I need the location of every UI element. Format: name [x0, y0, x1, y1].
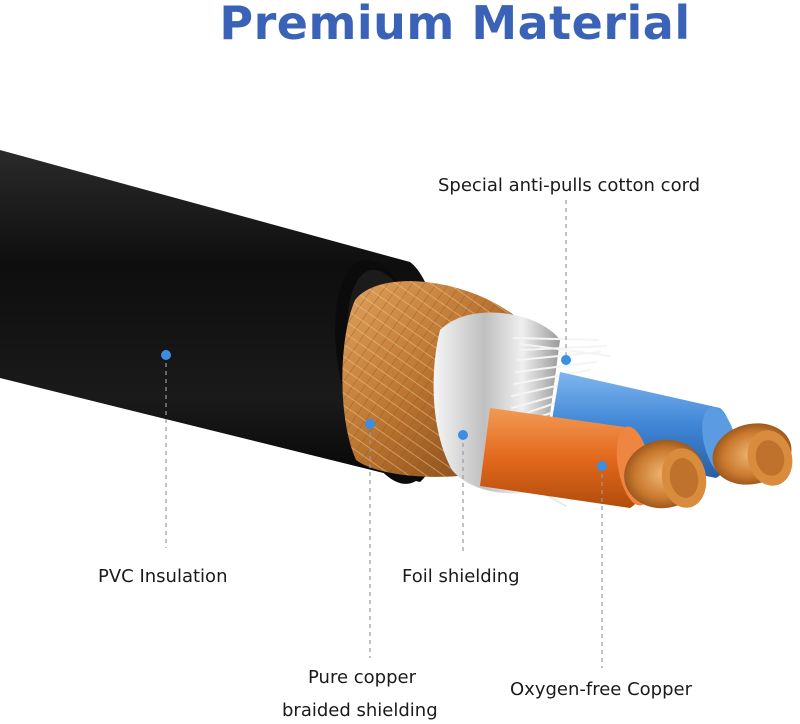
label-braid-line1: Pure copper: [308, 667, 416, 688]
label-oxygen-free-copper: Oxygen-free Copper: [510, 679, 692, 700]
callout-leaders: [165, 200, 603, 668]
label-foil-shielding: Foil shielding: [402, 566, 520, 587]
marker-oxygen-copper: [597, 461, 607, 471]
page-title: Premium Material: [219, 0, 691, 50]
orange-core: [480, 408, 707, 509]
marker-cotton-cord: [561, 355, 571, 365]
marker-braid: [365, 419, 375, 429]
marker-pvc: [161, 350, 171, 360]
label-pvc-insulation: PVC Insulation: [98, 566, 228, 587]
callout-markers: [161, 350, 607, 471]
label-cotton-cord: Special anti-pulls cotton cord: [438, 175, 701, 196]
marker-foil: [458, 430, 468, 440]
label-braid-line2: braided shielding: [282, 700, 438, 721]
